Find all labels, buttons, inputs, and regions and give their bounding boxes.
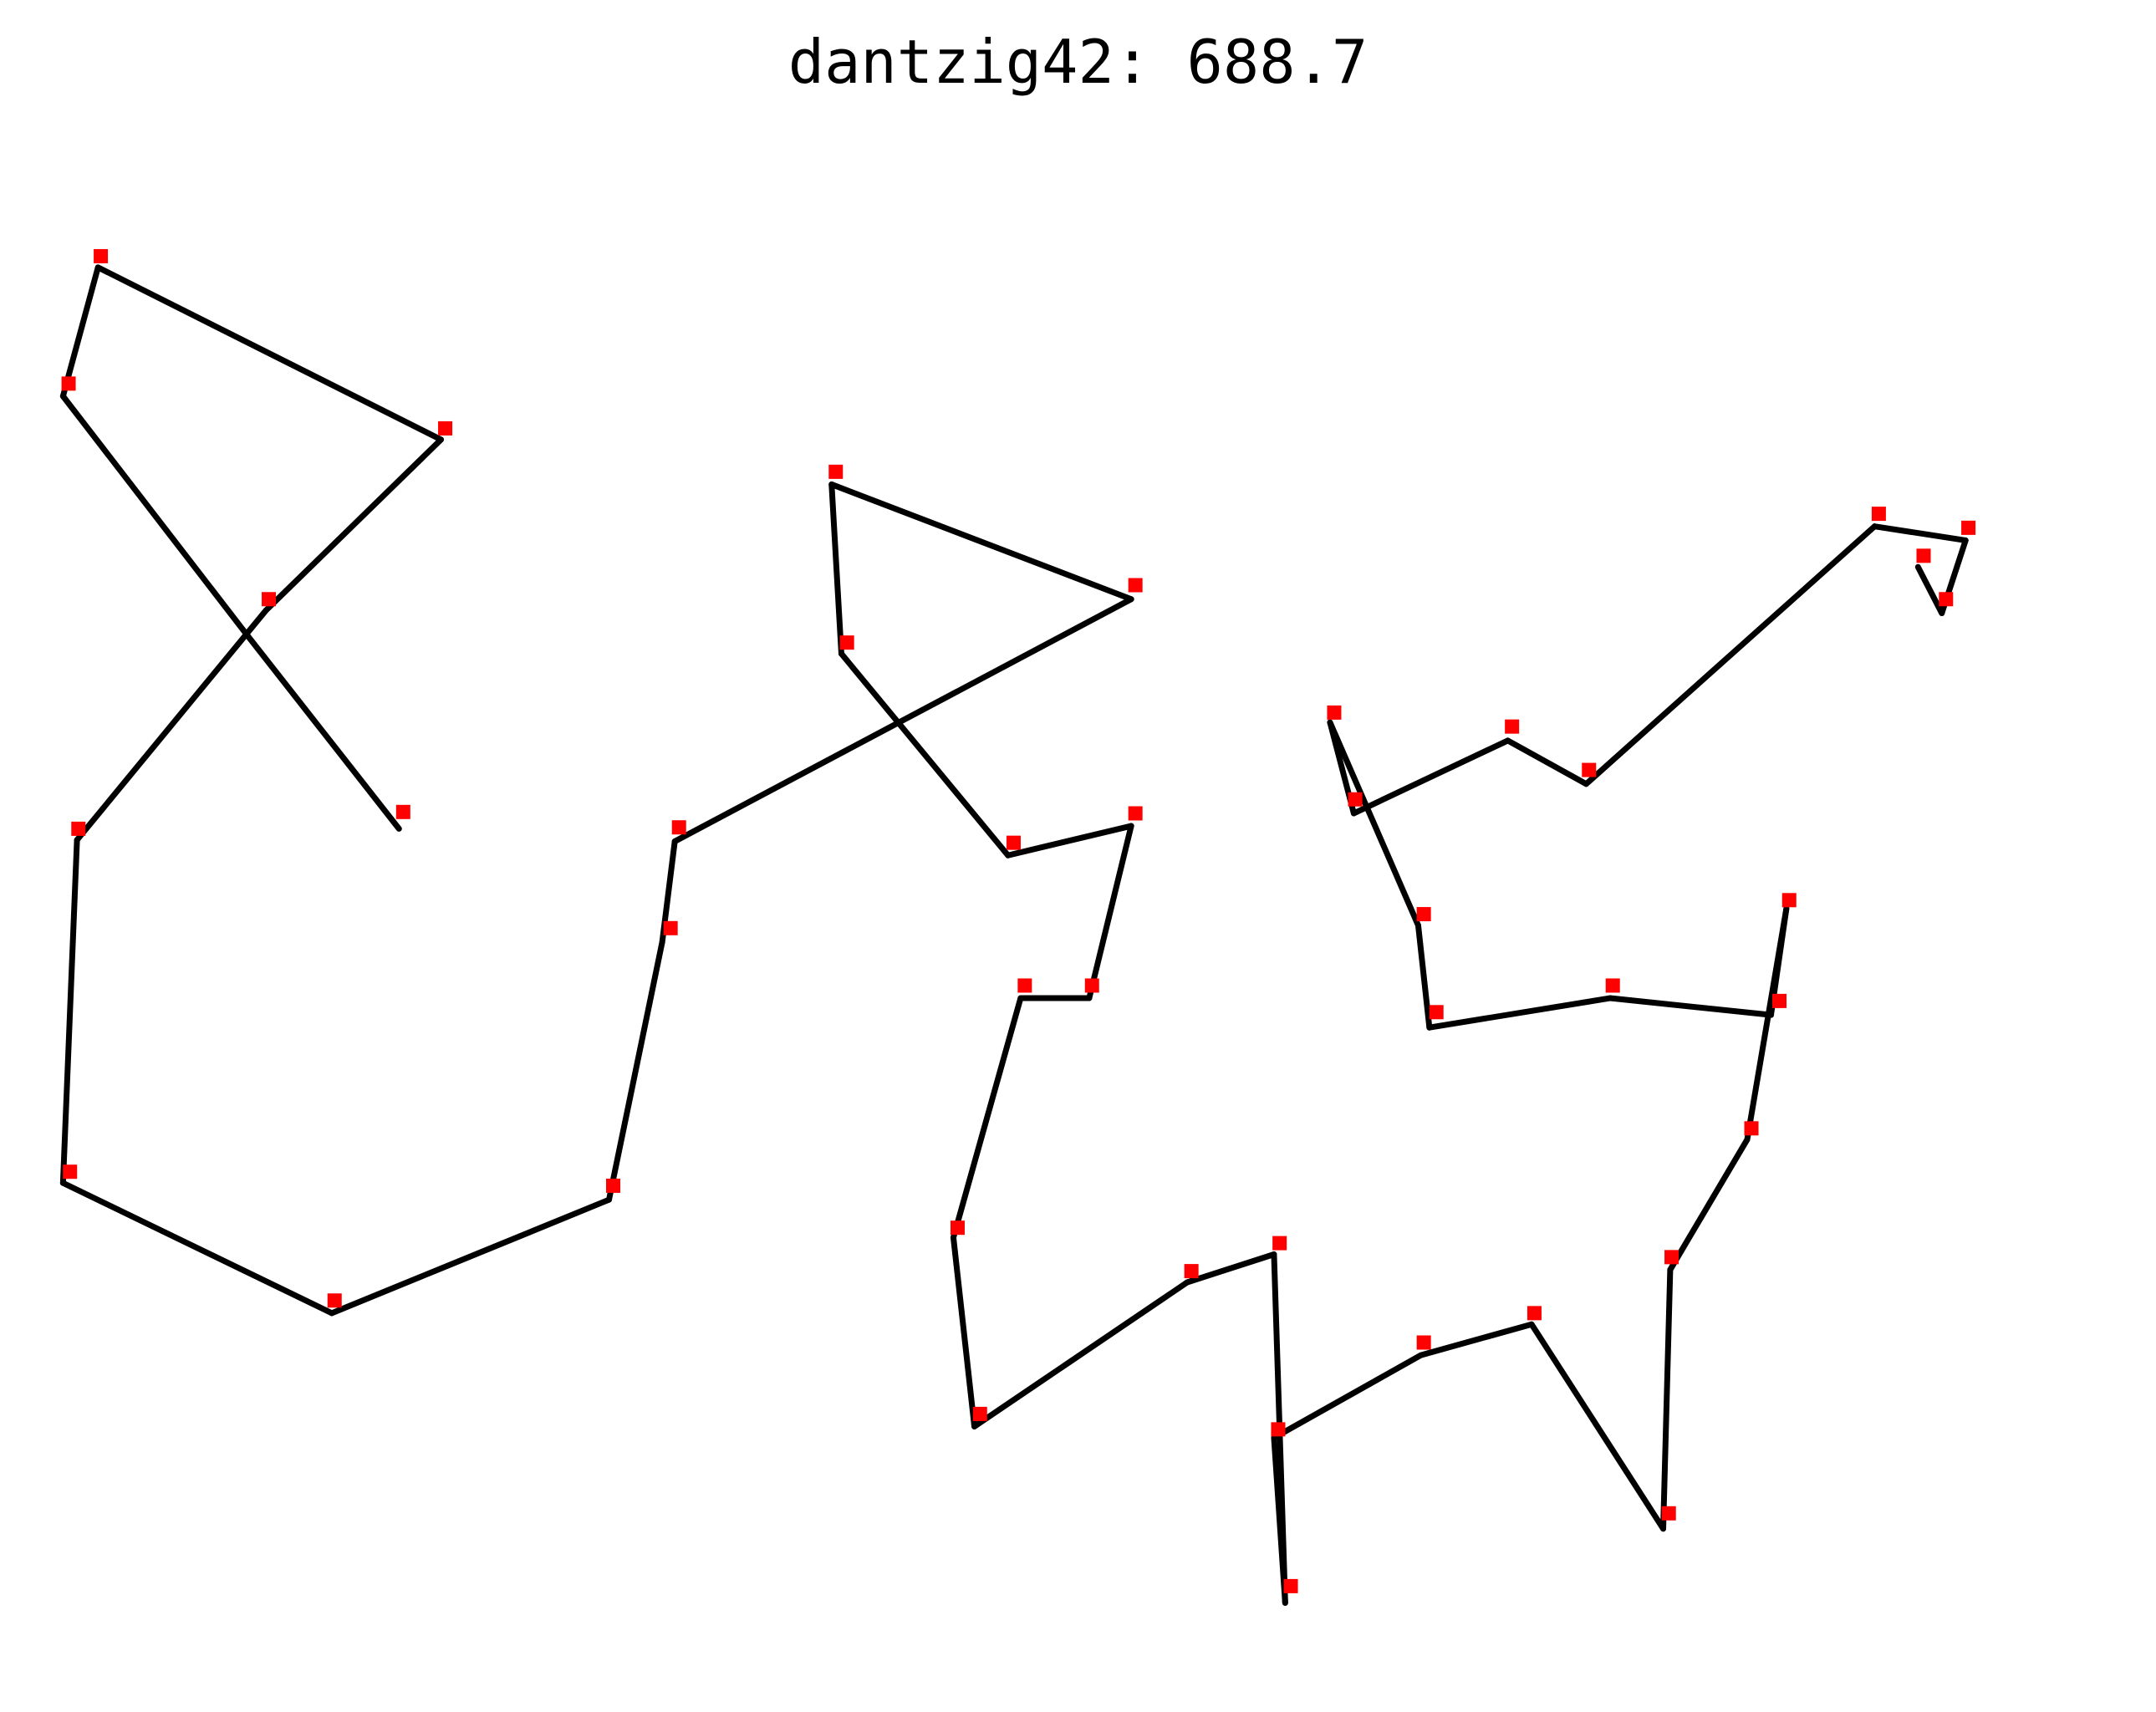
city-point xyxy=(327,1293,342,1308)
city-layer xyxy=(61,248,1976,1593)
city-point xyxy=(663,920,678,935)
city-point xyxy=(1664,1250,1679,1265)
route-segment xyxy=(1871,523,1969,543)
route-segment xyxy=(59,1180,335,1317)
route-segment xyxy=(1426,995,1613,1031)
city-point xyxy=(94,248,109,263)
city-point xyxy=(1128,578,1143,593)
route-segment xyxy=(243,631,402,832)
route-segment xyxy=(671,596,1134,844)
route-segment xyxy=(1660,1266,1674,1532)
route-segment xyxy=(1086,823,1134,1001)
route-segment xyxy=(838,650,1012,859)
city-point xyxy=(1582,762,1597,777)
city-point xyxy=(1505,719,1520,734)
city-point xyxy=(71,821,86,836)
city-point xyxy=(1416,1335,1431,1350)
city-point xyxy=(1916,548,1931,563)
city-point xyxy=(1772,993,1787,1008)
route-segment xyxy=(1505,737,1589,787)
route-segment xyxy=(243,607,269,638)
city-point xyxy=(438,420,453,436)
route-segment xyxy=(1271,1352,1425,1441)
route-segment xyxy=(59,393,250,638)
city-point xyxy=(63,1164,78,1180)
city-point xyxy=(1271,1422,1286,1437)
route-segment xyxy=(329,1196,612,1317)
city-point xyxy=(1327,705,1342,720)
city-point xyxy=(1283,1578,1298,1593)
city-point xyxy=(1128,806,1143,821)
route-segment xyxy=(950,1234,978,1429)
city-point xyxy=(1744,1121,1759,1136)
city-point xyxy=(1527,1306,1542,1321)
route-segment xyxy=(1607,995,1774,1018)
city-point xyxy=(395,804,410,819)
city-point xyxy=(1871,507,1886,522)
route-segment xyxy=(94,264,445,443)
city-point xyxy=(1661,1506,1676,1521)
city-point xyxy=(1272,1236,1287,1251)
city-point xyxy=(1429,1005,1444,1020)
route-segment xyxy=(971,1279,1190,1429)
route-segment xyxy=(74,631,250,843)
route-segment xyxy=(1914,563,1945,617)
route-segment xyxy=(950,995,1024,1241)
route-segment xyxy=(1271,1434,1288,1607)
city-point xyxy=(606,1178,621,1193)
city-point xyxy=(1961,520,1976,535)
city-point xyxy=(1416,907,1431,922)
route-segment xyxy=(1350,737,1511,817)
city-point xyxy=(1184,1264,1199,1279)
route-segment xyxy=(59,837,80,1186)
city-point xyxy=(1084,978,1099,993)
city-point xyxy=(1006,835,1021,850)
city-point xyxy=(1605,978,1620,993)
city-point xyxy=(950,1220,965,1236)
city-point xyxy=(972,1406,987,1421)
route-segment xyxy=(1005,823,1134,859)
route-segment xyxy=(1327,719,1421,929)
route-segment xyxy=(1528,1321,1667,1532)
city-point xyxy=(1348,792,1363,807)
city-point xyxy=(262,592,277,607)
city-point xyxy=(61,376,76,391)
city-point xyxy=(839,635,854,650)
city-point xyxy=(828,464,844,479)
route-segment xyxy=(828,481,844,657)
route-segment xyxy=(1414,922,1433,1031)
city-point xyxy=(1017,978,1032,993)
route-segment xyxy=(828,481,1134,603)
route-segment xyxy=(605,939,665,1203)
route-segment xyxy=(1583,523,1878,787)
route-segment xyxy=(262,436,445,614)
city-point xyxy=(671,820,686,835)
route-layer xyxy=(59,264,1969,1607)
chart-title: dantzig42: 688.7 xyxy=(787,27,1369,97)
city-point xyxy=(1781,893,1797,908)
route-segment xyxy=(1418,1321,1535,1358)
route-segment xyxy=(1667,1136,1751,1273)
route-segment xyxy=(1184,1251,1277,1286)
route-segment xyxy=(59,264,101,400)
city-point xyxy=(1939,592,1954,607)
